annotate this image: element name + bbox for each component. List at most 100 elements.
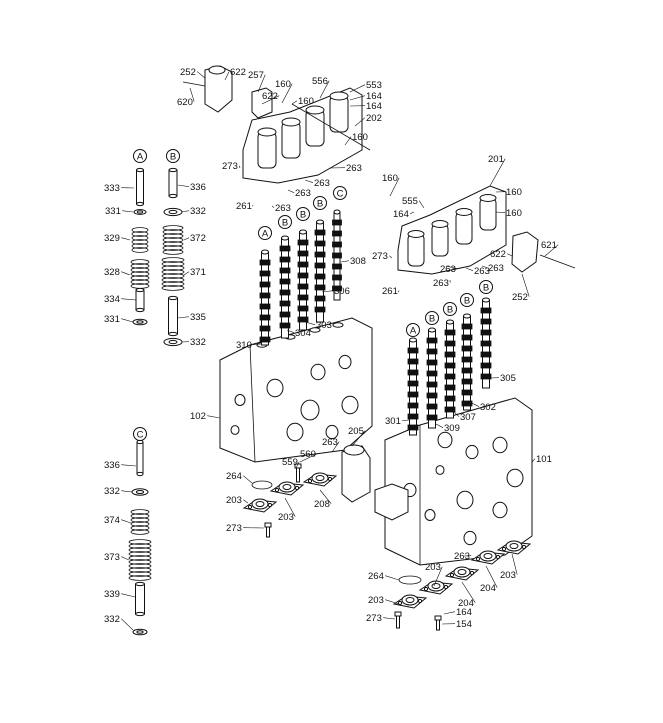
spool-land bbox=[297, 272, 309, 279]
part-label-332: 332 bbox=[190, 206, 206, 217]
spring-374 bbox=[130, 509, 150, 535]
part-number: 622 bbox=[490, 249, 506, 260]
part-number: 332 bbox=[104, 614, 120, 625]
part-label-308: 308 bbox=[350, 256, 366, 267]
spool-land bbox=[314, 262, 326, 269]
part-number: 332 bbox=[104, 486, 120, 497]
bolt-head bbox=[394, 611, 402, 617]
part-label-164: 164 bbox=[366, 101, 382, 112]
leader-line bbox=[435, 423, 444, 428]
leader-line bbox=[243, 499, 249, 504]
part-number: 273 bbox=[366, 613, 382, 624]
part-number: 307 bbox=[460, 412, 476, 423]
cover-boss bbox=[407, 233, 425, 267]
block-port bbox=[286, 422, 304, 442]
spool-land bbox=[426, 337, 438, 344]
pin-bottom bbox=[168, 331, 178, 337]
leader-line bbox=[385, 599, 400, 605]
spool-land bbox=[259, 292, 271, 299]
spool-land bbox=[259, 336, 271, 343]
part-label-263: 263 bbox=[346, 163, 362, 174]
leader-line bbox=[291, 100, 298, 105]
marker-circle bbox=[479, 280, 493, 294]
oring-264b bbox=[398, 575, 422, 585]
marker-b: B bbox=[166, 149, 180, 163]
part-number: 339 bbox=[104, 589, 120, 600]
part-number: 555 bbox=[402, 196, 418, 207]
leader-line bbox=[120, 618, 134, 631]
spring-coil bbox=[131, 243, 149, 249]
leader-line bbox=[521, 273, 530, 297]
spool-306 bbox=[314, 219, 326, 323]
part-number: 374 bbox=[104, 515, 120, 526]
spring-coil bbox=[130, 259, 150, 265]
spool-land bbox=[480, 340, 492, 347]
cap-bolt-hole bbox=[417, 598, 423, 604]
part-label-203: 203 bbox=[226, 495, 242, 506]
spool-land bbox=[461, 345, 473, 352]
pin-bottom bbox=[136, 201, 144, 207]
leader-line bbox=[485, 565, 498, 588]
part-number: 203 bbox=[425, 562, 441, 573]
spool-land bbox=[314, 273, 326, 280]
part-number: 252 bbox=[512, 292, 528, 303]
cover-tie-rod bbox=[291, 103, 371, 151]
pin-body bbox=[135, 289, 145, 311]
leader-line bbox=[122, 210, 134, 213]
rod-620 bbox=[182, 81, 206, 87]
part-label-263: 263 bbox=[440, 264, 456, 275]
pin-body bbox=[168, 297, 178, 335]
part-label-371: 371 bbox=[190, 267, 206, 278]
cap-bolt-hole bbox=[247, 504, 253, 510]
part-number: 264 bbox=[368, 571, 384, 582]
pin-top bbox=[135, 581, 145, 587]
part-label-331: 331 bbox=[105, 206, 121, 217]
cap-bore bbox=[457, 569, 467, 575]
spring-coil bbox=[128, 559, 152, 565]
spool-land bbox=[314, 251, 326, 258]
part-label-263: 263 bbox=[474, 266, 490, 277]
leader-line bbox=[481, 265, 488, 268]
marker-b: B bbox=[278, 215, 292, 229]
spool-land bbox=[407, 391, 419, 398]
pin-bottom bbox=[135, 307, 145, 313]
part-number: 203 bbox=[278, 512, 294, 523]
leader-line bbox=[433, 566, 443, 587]
cap-bore bbox=[431, 583, 441, 589]
spool-end bbox=[299, 229, 307, 235]
washer-332c bbox=[131, 488, 149, 496]
leader-line bbox=[189, 87, 195, 102]
cap-bolt-hole bbox=[397, 600, 403, 606]
part-label-160: 160 bbox=[352, 132, 368, 143]
marker-letter: B bbox=[282, 217, 288, 228]
spool-land bbox=[314, 284, 326, 291]
cap-bolt-hole bbox=[443, 584, 449, 590]
marker-circle bbox=[166, 149, 180, 163]
part-number: 308 bbox=[350, 256, 366, 267]
part-label-208: 208 bbox=[314, 499, 330, 510]
cap-bore bbox=[282, 484, 292, 490]
leader-line bbox=[389, 255, 393, 259]
washer-inner bbox=[136, 320, 144, 324]
part-number: 257 bbox=[248, 70, 264, 81]
spring-371 bbox=[161, 257, 185, 291]
part-label-622: 622 bbox=[230, 67, 246, 78]
washer-332d bbox=[132, 628, 148, 636]
cap-bore bbox=[509, 543, 519, 549]
part-label-307: 307 bbox=[460, 412, 476, 423]
spool-land bbox=[279, 311, 291, 318]
part-label-339: 339 bbox=[104, 589, 120, 600]
leader-line bbox=[321, 290, 334, 293]
part-label-273: 273 bbox=[222, 161, 238, 172]
leader-line bbox=[121, 318, 134, 323]
part-number: 332 bbox=[190, 206, 206, 217]
part-number: 310 bbox=[236, 340, 252, 351]
spool-land bbox=[461, 367, 473, 374]
spool-land bbox=[314, 229, 326, 236]
part-label-205: 205 bbox=[348, 426, 364, 437]
part-label-264: 264 bbox=[368, 571, 384, 582]
marker-letter: A bbox=[137, 151, 144, 162]
cover-boss bbox=[431, 223, 449, 257]
part-number: 329 bbox=[104, 233, 120, 244]
part-number: 334 bbox=[104, 294, 120, 305]
